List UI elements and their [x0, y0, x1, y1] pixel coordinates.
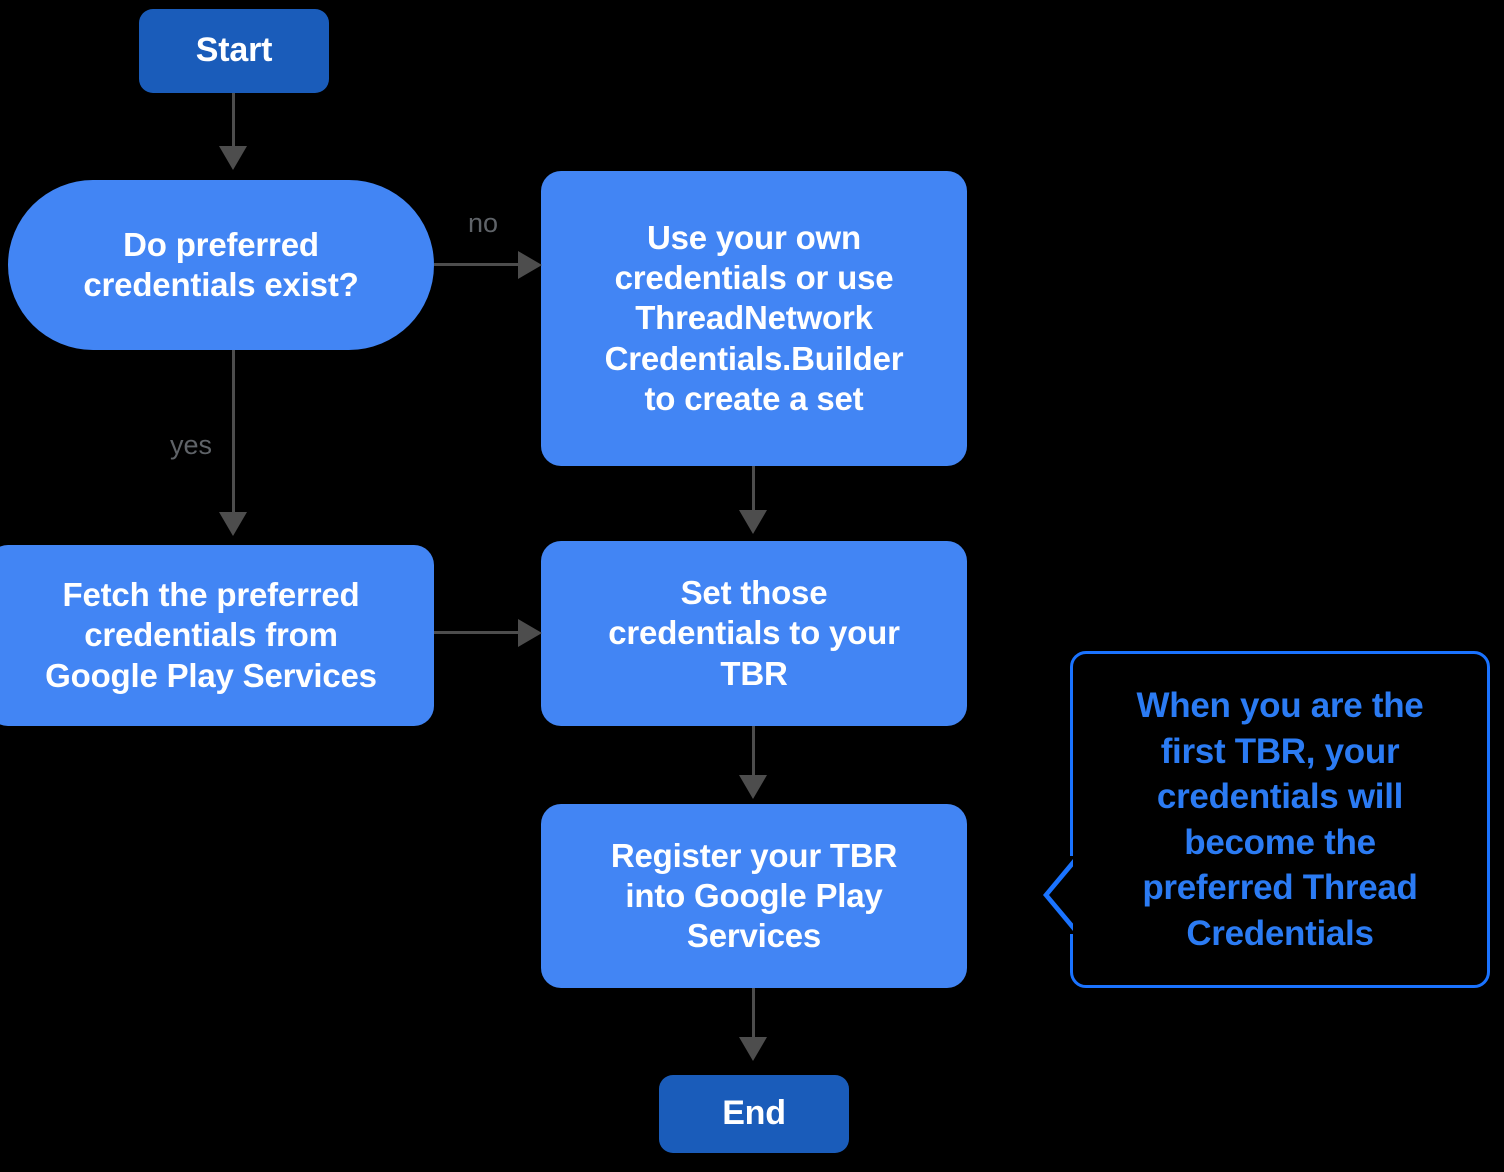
edge-label-yes: yes: [170, 430, 213, 460]
callout-first-tbr-note: When you are the first TBR, your credent…: [1070, 651, 1490, 988]
edge-label-no: no: [468, 208, 499, 238]
connector-use-own-credentials-to-set-credentials: [752, 466, 755, 513]
connector-start-to-decision: [232, 93, 235, 148]
node-end[interactable]: End: [659, 1075, 849, 1153]
arrowhead-start-to-decision: [219, 146, 247, 170]
arrowhead-use-own-credentials-to-set-credentials: [739, 510, 767, 534]
arrowhead-decision-to-use-own-credentials: [518, 251, 542, 279]
arrowhead-set-credentials-to-register: [739, 775, 767, 799]
node-start[interactable]: Start: [139, 9, 329, 93]
node-register-tbr[interactable]: Register your TBR into Google Play Servi…: [541, 804, 967, 988]
node-use-own-credentials[interactable]: Use your own credentials or use ThreadNe…: [541, 171, 967, 466]
arrowhead-register-to-end: [739, 1037, 767, 1061]
connector-decision-to-fetch: [232, 350, 235, 516]
connector-register-to-end: [752, 988, 755, 1039]
node-set-credentials-to-tbr[interactable]: Set those credentials to your TBR: [541, 541, 967, 726]
connector-set-credentials-to-register: [752, 726, 755, 778]
node-decision-preferred-credentials-exist[interactable]: Do preferred credentials exist?: [8, 180, 434, 350]
arrowhead-decision-to-fetch: [219, 512, 247, 536]
connector-fetch-to-set-credentials: [434, 631, 524, 634]
arrowhead-fetch-to-set-credentials: [518, 619, 542, 647]
connector-decision-to-use-own-credentials: [434, 263, 524, 266]
node-fetch-preferred-credentials[interactable]: Fetch the preferred credentials from Goo…: [0, 545, 434, 726]
